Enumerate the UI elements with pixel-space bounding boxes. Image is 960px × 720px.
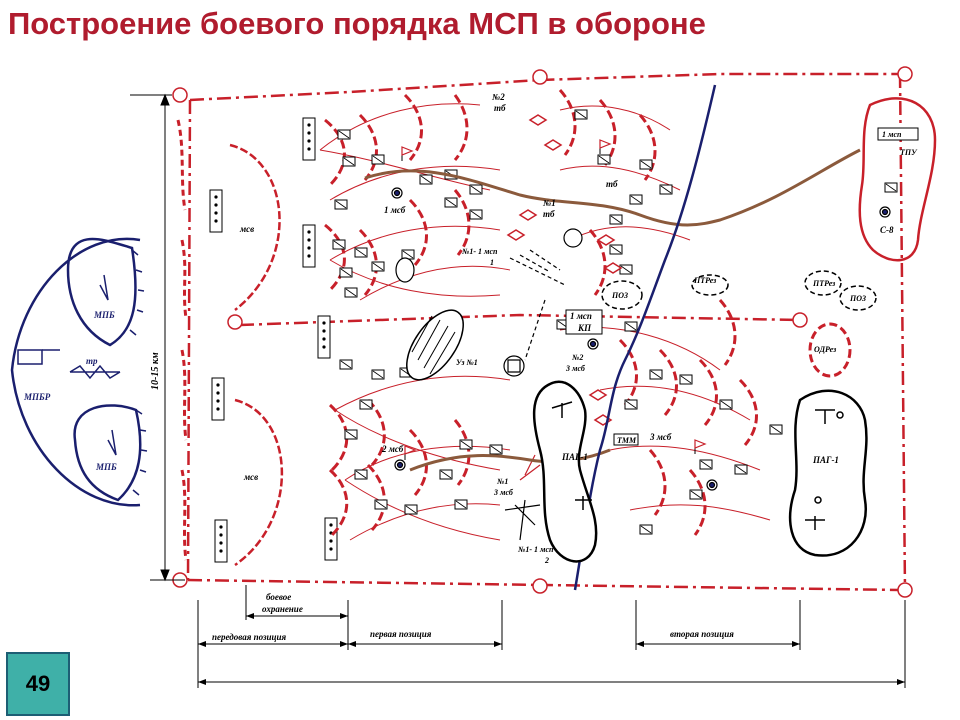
kp-frame — [565, 309, 603, 335]
msv-bottom-label: мсв — [243, 472, 258, 482]
depth-label: 10-15 км — [150, 352, 161, 390]
msv-bottom — [234, 398, 284, 567]
no1-label-a: №1 — [497, 477, 508, 486]
dotted-units — [209, 117, 338, 563]
mspp2-label-b: 2 — [544, 556, 549, 565]
mspp1-label-b: 1 — [490, 258, 494, 267]
tb1-label-a: №1 — [542, 198, 556, 208]
security-outposts — [176, 119, 188, 561]
no2-label-b: 3 мсб — [565, 364, 586, 373]
second-position-label: вторая позиция — [670, 629, 734, 639]
mpb-bottom-label: МПБ — [95, 462, 117, 472]
tmm-label: ТММ — [617, 436, 637, 445]
river — [573, 84, 717, 591]
poz-label-2: ПОЗ — [849, 294, 866, 303]
mpb-top — [66, 237, 145, 347]
odres-area — [808, 322, 852, 378]
first-position-label: первая позиция — [370, 629, 432, 639]
boundary-circles — [172, 66, 913, 598]
odres-label: ОДРез — [814, 345, 836, 354]
pag-1-left — [532, 380, 598, 563]
command-posts — [391, 187, 891, 491]
reserve-areas — [601, 270, 877, 311]
mspp2-label-a: №1- 1 мсп — [518, 545, 554, 554]
mpbr-arc — [10, 237, 141, 507]
ptres-label-2: ПТРез — [812, 279, 835, 288]
dimension-arrowheads — [198, 613, 905, 685]
unit-dots — [214, 123, 333, 553]
tpu-frame — [877, 127, 919, 141]
pag-1-right — [788, 389, 868, 557]
mpb-top-label: МПБ — [93, 310, 115, 320]
msb3-label: 3 мсб — [649, 432, 672, 442]
brown-routes — [364, 148, 861, 472]
kp-label-a: 1 мсп — [570, 311, 592, 321]
poz-label-1: ПОЗ — [611, 291, 628, 300]
tb2-label-b: тб — [494, 103, 506, 113]
page-number-badge: 49 — [6, 652, 70, 716]
pag1-label-right: ПАГ-1 — [812, 455, 839, 465]
combat-guard-label-2: охранение — [262, 604, 303, 614]
mpb-bottom — [73, 404, 148, 502]
forward-position-label: передовая позиция — [212, 632, 286, 642]
tr-label: тр — [86, 356, 98, 366]
dimension-lines — [197, 585, 906, 688]
tmm-frame — [613, 433, 639, 446]
uz1-label: Уз №1 — [456, 358, 478, 367]
msb2-label: 2 мсб — [381, 444, 404, 454]
mpbr-label: МПБР — [23, 392, 51, 402]
c8-label: С-8 — [880, 225, 894, 235]
ptres-label-1: ПТРез — [693, 276, 716, 285]
msv-top-label: мсв — [239, 224, 254, 234]
tb2-label-a: №2 — [491, 92, 505, 102]
node-ellipse — [406, 309, 464, 381]
tb-mid-label: тб — [606, 179, 618, 189]
tpu-label-a: 1 мсп — [882, 130, 902, 139]
msv-top — [229, 143, 281, 311]
pag-1-marks — [551, 401, 844, 530]
tb1-label-b: тб — [543, 209, 555, 219]
mspp1-label-a: №1- 1 мсп — [462, 247, 498, 256]
pag1-label-left: ПАГ-1 — [561, 452, 588, 462]
no2-label-a: №2 — [572, 353, 583, 362]
page-title: Построение боевого порядка МСП в обороне — [8, 6, 706, 41]
trenches — [324, 88, 758, 537]
misc-symbols — [395, 228, 583, 541]
tpu-area — [858, 97, 937, 262]
tpu-label-b: ТПУ — [900, 148, 918, 157]
page-number: 49 — [25, 671, 51, 696]
no1-label-b: 3 мсб — [493, 488, 514, 497]
msb1-label: 1 мсб — [384, 205, 406, 215]
kp-label-b: КП — [577, 323, 592, 333]
depth-arrow — [130, 93, 185, 582]
combat-guard-label-1: боевое — [266, 592, 291, 602]
